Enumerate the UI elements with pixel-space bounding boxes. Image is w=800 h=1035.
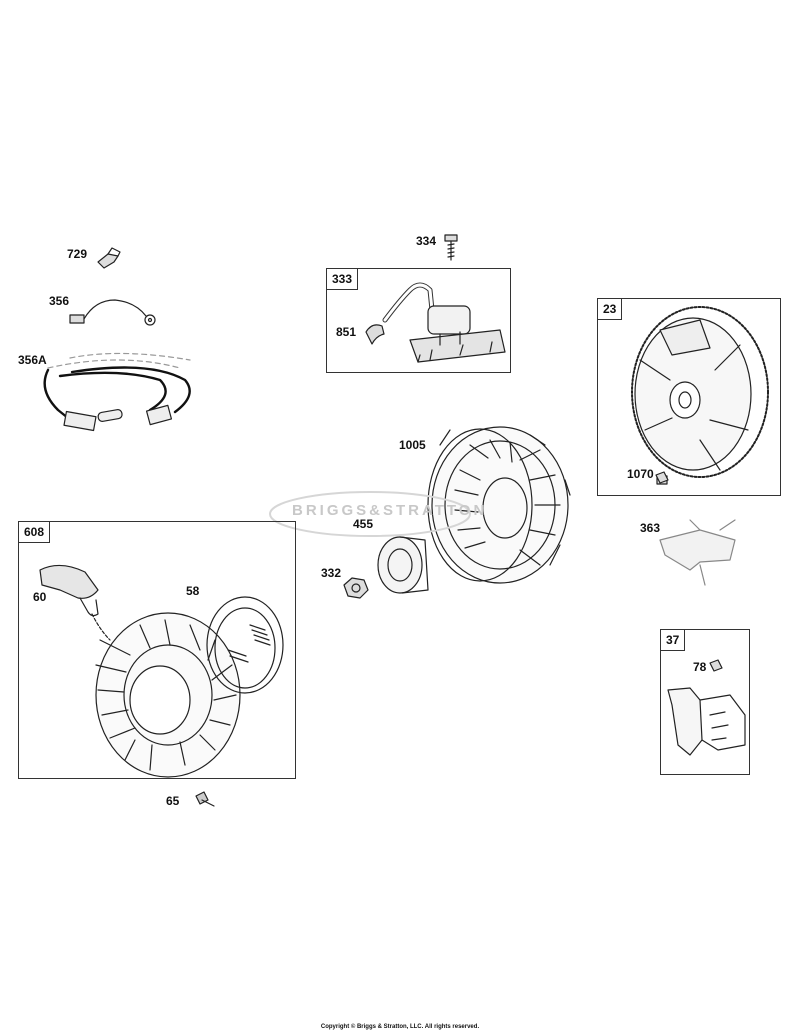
copyright-notice: Copyright © Briggs & Stratton, LLC. All … [320, 1024, 480, 1030]
part-332-nut [343, 577, 369, 599]
group-label-608: 608 [19, 522, 51, 543]
part-363-brake [659, 519, 736, 586]
callout-332: 332 [321, 566, 342, 580]
callout-729: 729 [67, 247, 88, 261]
group-label-37: 37 [661, 630, 686, 651]
callout-851: 851 [336, 325, 357, 339]
part-1070-screw [655, 471, 669, 484]
callout-334: 334 [416, 234, 437, 248]
callout-1005: 1005 [399, 438, 426, 452]
watermark: BRIGGS&STRATTON [292, 502, 488, 519]
callout-455: 455 [353, 517, 374, 531]
part-1005-fan [427, 426, 571, 584]
part-356A-harness [43, 352, 191, 432]
part-334-screw [444, 234, 458, 261]
part-356-wire [69, 299, 156, 326]
group-box-23: 23 [597, 298, 781, 496]
part-333-armature [382, 282, 506, 363]
part-23-flywheel [631, 306, 769, 485]
part-851-connector [365, 324, 385, 345]
part-729-clip [97, 247, 121, 269]
group-box-37: 37 [660, 629, 750, 775]
group-box-608: 608 [18, 521, 296, 779]
part-37-bracket [667, 687, 746, 756]
group-label-23: 23 [598, 299, 623, 320]
watermark-oval [269, 491, 471, 537]
callout-65: 65 [166, 794, 180, 808]
callout-1070: 1070 [627, 467, 654, 481]
part-78-screw [709, 659, 723, 672]
part-65-screw [195, 791, 215, 807]
callout-356: 356 [49, 294, 70, 308]
part-58-spring [206, 596, 284, 694]
part-60-handle [39, 564, 111, 641]
callout-363: 363 [640, 521, 661, 535]
group-box-333: 333 [326, 268, 511, 373]
callout-60: 60 [33, 590, 47, 604]
callout-356A: 356A [18, 353, 47, 367]
part-608-starter [95, 612, 241, 778]
part-455-hub [377, 536, 429, 594]
callout-58: 58 [186, 584, 200, 598]
group-label-333: 333 [327, 269, 359, 290]
callout-78: 78 [693, 660, 707, 674]
